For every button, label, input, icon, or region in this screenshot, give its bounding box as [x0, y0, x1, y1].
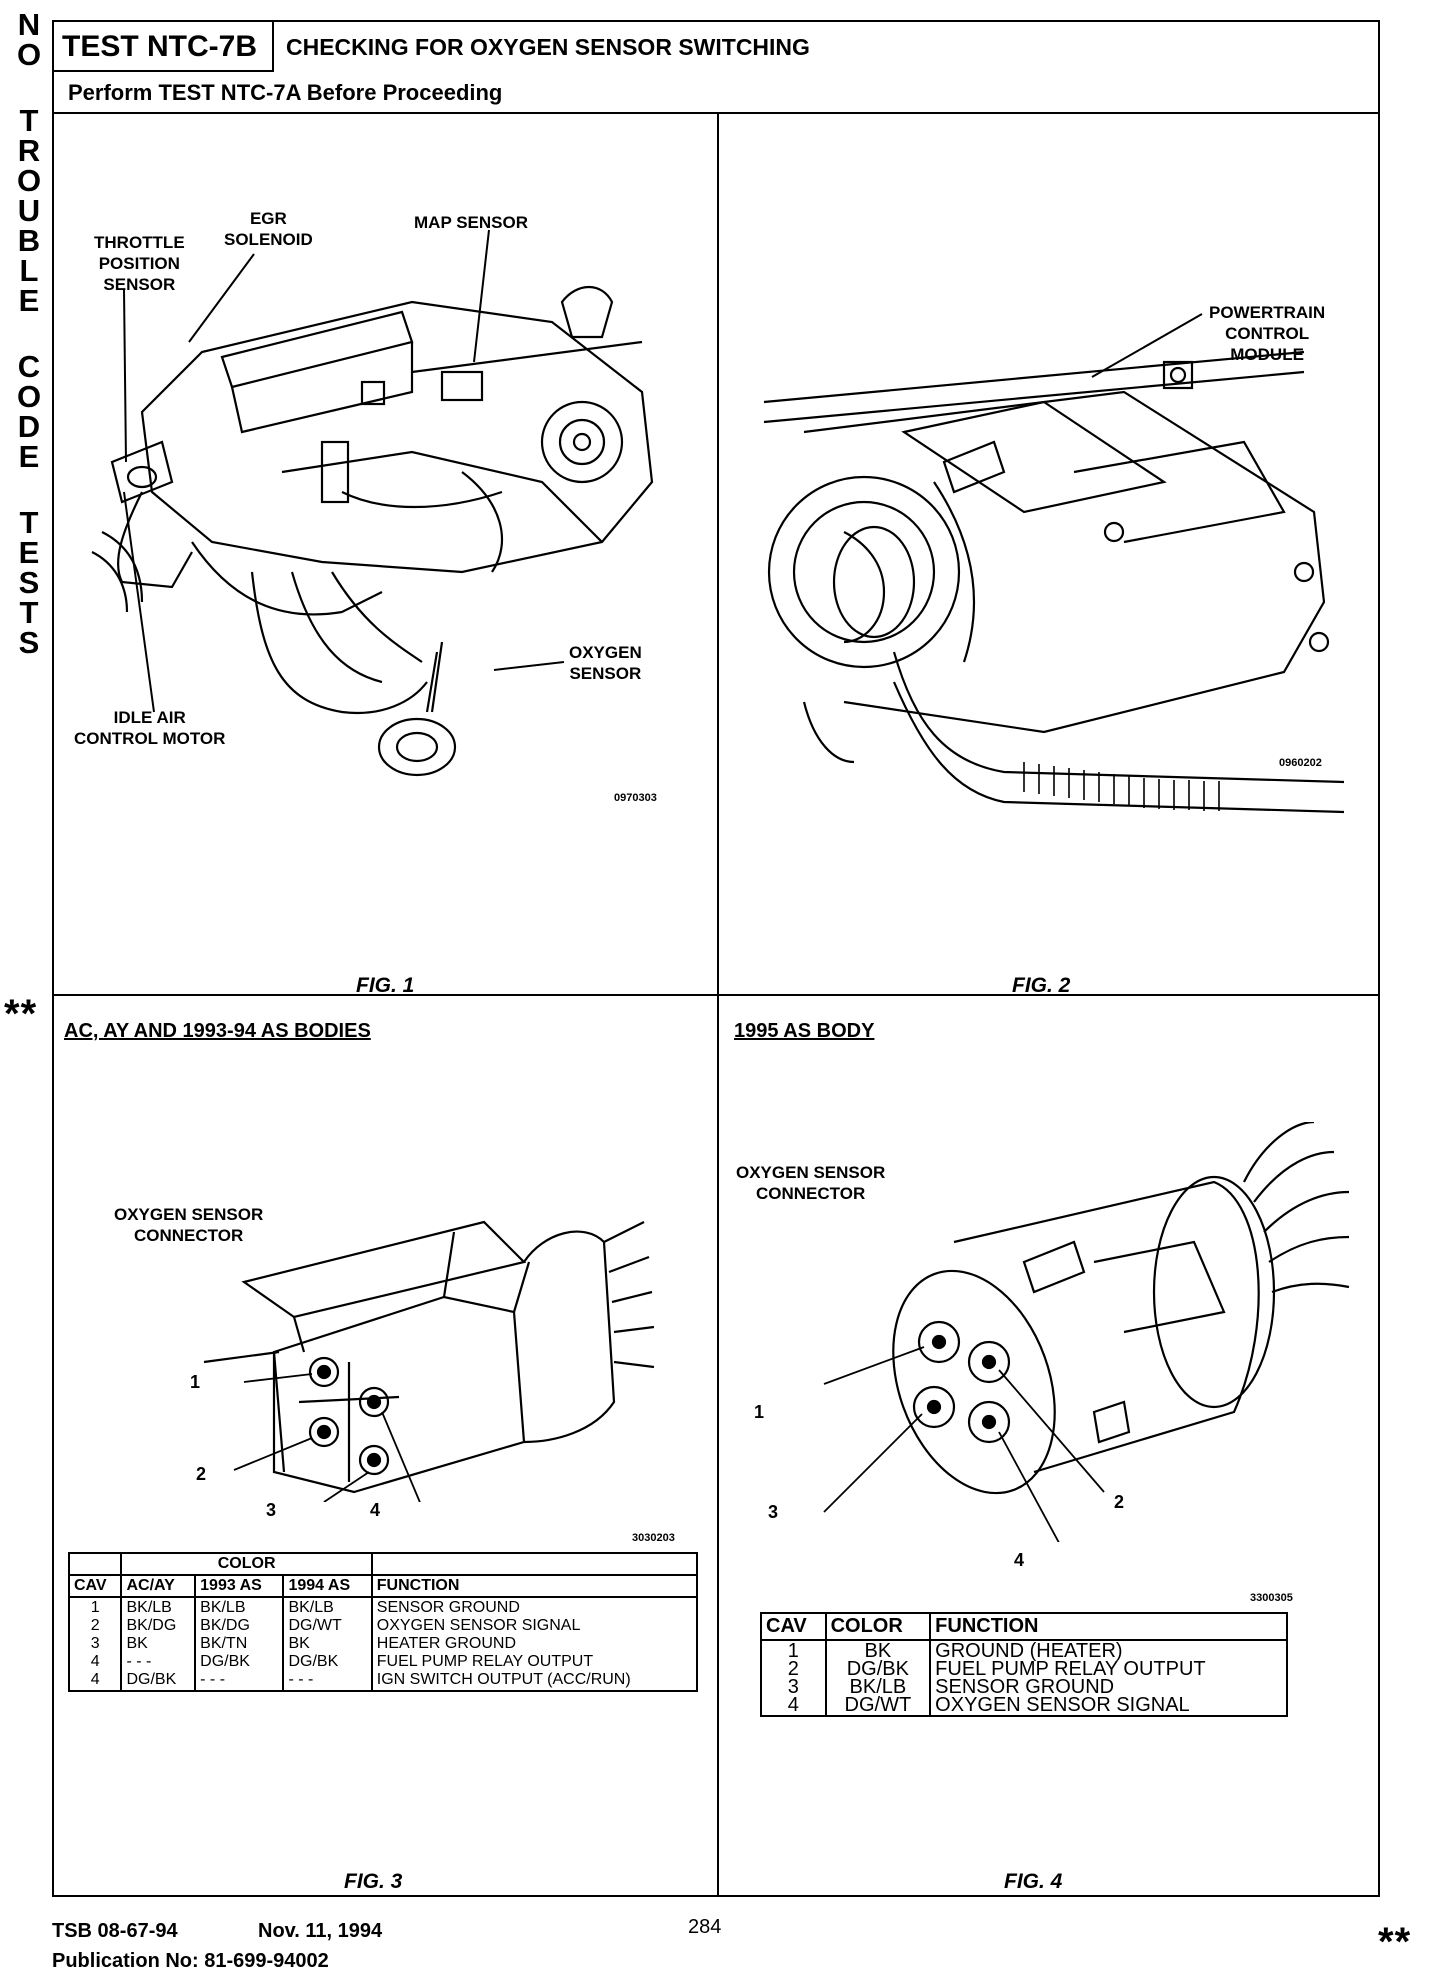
figure-part-number: 0960202	[1279, 757, 1322, 769]
table-header: AC/AY	[120, 1574, 197, 1598]
prerequisite-note: Perform TEST NTC-7A Before Proceeding	[68, 80, 503, 105]
side-tab-no-trouble-code-tests: N O T R O U B L E C O D E T E S T S	[14, 7, 44, 660]
side-tab-letter: O	[16, 379, 42, 414]
pin-number: 1	[190, 1372, 201, 1392]
table-header: CAV	[760, 1612, 827, 1641]
table-header: FUNCTION	[370, 1574, 699, 1598]
figure-label: FIG. 1	[356, 974, 415, 997]
side-tab-letter: B	[17, 223, 41, 258]
side-tab-letter: S	[18, 625, 40, 660]
pin-number: 2	[1114, 1492, 1125, 1512]
side-tab-letter: E	[18, 283, 40, 318]
side-tab-letter: U	[17, 193, 41, 228]
footer-tsb: TSB 08-67-94	[52, 1920, 178, 1942]
footer-page-number: 284	[688, 1916, 722, 1938]
side-tab-letter: O	[16, 37, 42, 72]
table-header: FUNCTION	[929, 1612, 1288, 1641]
side-tab-letter: R	[17, 133, 41, 168]
section-title-ac-ay-as: AC, AY AND 1993-94 AS BODIES	[64, 1020, 371, 1042]
pin-number: 3	[266, 1500, 277, 1520]
figure-part-number: 3030203	[632, 1532, 675, 1544]
figure-label: FIG. 4	[1004, 1870, 1063, 1893]
figure-label: FIG. 3	[344, 1870, 403, 1893]
leader-lines	[1091, 313, 1203, 378]
section-title-1995-as: 1995 AS BODY	[734, 1020, 875, 1042]
engine-drawing	[91, 286, 654, 777]
footer-publication: Publication No: 81-699-94002	[52, 1950, 329, 1972]
figure-label: FIG. 2	[1012, 974, 1071, 997]
oxygen-sensor-connector-drawing	[203, 1220, 654, 1502]
pcm-drawing	[763, 350, 1344, 814]
leader-lines	[123, 229, 565, 713]
side-tab-letter: E	[18, 439, 40, 474]
pin-number: 4	[1014, 1550, 1025, 1570]
table-header: 1994 AS	[282, 1574, 373, 1598]
divider	[717, 112, 719, 1897]
test-title: CHECKING FOR OXYGEN SENSOR SWITCHING	[286, 34, 810, 60]
table-group-header: COLOR	[120, 1552, 373, 1576]
side-tab-letter: O	[16, 163, 42, 198]
side-tab-letter: T	[19, 505, 39, 540]
test-id: TEST NTC-7B	[54, 22, 274, 72]
footer-date: Nov. 11, 1994	[258, 1920, 383, 1942]
side-tab-letter: D	[17, 409, 41, 444]
revision-marker: **	[4, 992, 38, 1036]
table-header: 1993 AS	[194, 1574, 285, 1598]
figure-part-number: 0970303	[614, 792, 657, 804]
divider	[54, 112, 1378, 114]
callout-map-sensor: MAP SENSOR	[414, 213, 528, 232]
pin-number: 1	[754, 1402, 765, 1422]
divider	[54, 994, 1378, 996]
side-tab-letter: C	[17, 349, 41, 384]
side-tab-letter: L	[19, 253, 39, 288]
table-header: CAV	[67, 1574, 123, 1598]
figure-part-number: 3300305	[1250, 1592, 1293, 1604]
side-tab-letter: T	[19, 103, 39, 138]
pin-number: 3	[768, 1502, 779, 1522]
pin-number: 2	[196, 1464, 207, 1484]
pin-number: 4	[370, 1500, 381, 1520]
fig3-wiring-table: COLOR CAV AC/AY 1993 AS 1994 AS FUNCTION…	[67, 1552, 699, 1692]
side-tab-letter: T	[19, 595, 39, 630]
table-header: COLOR	[824, 1612, 932, 1641]
revision-marker: **	[1378, 1920, 1412, 1964]
side-tab-letter: E	[18, 535, 40, 570]
side-tab-letter: N	[17, 7, 41, 42]
side-tab-letter: S	[18, 565, 40, 600]
oxygen-sensor-connector-drawing	[823, 1122, 1350, 1542]
test-frame: TEST NTC-7B CHECKING FOR OXYGEN SENSOR S…	[52, 20, 1380, 1897]
